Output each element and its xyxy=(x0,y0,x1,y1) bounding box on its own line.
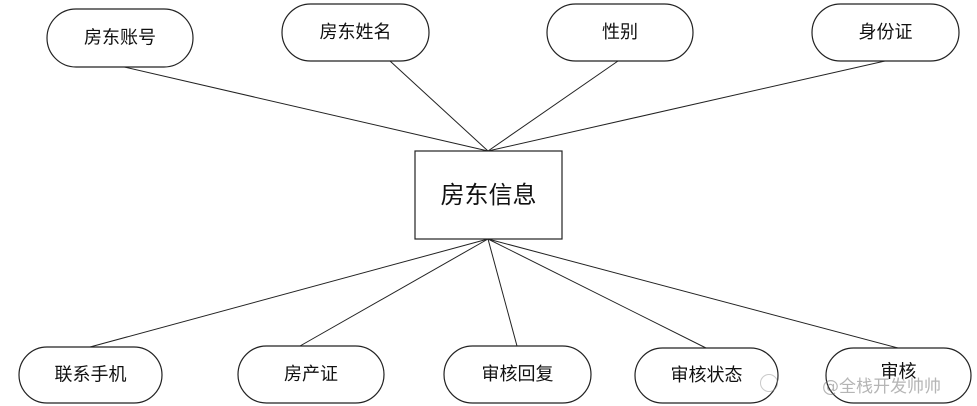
entity-label: 房东信息 xyxy=(441,181,537,209)
attribute-label: 房东姓名 xyxy=(320,22,392,43)
attribute-label: 房东账号 xyxy=(84,28,156,49)
connector-line xyxy=(389,60,489,152)
attribute-label: 联系手机 xyxy=(55,365,127,386)
attribute-top-1: 房东账号 xyxy=(46,8,194,68)
connector-line xyxy=(487,60,886,152)
connector-line xyxy=(487,60,619,152)
connector-line xyxy=(487,238,707,349)
watermark-text: @全栈开发帅帅 xyxy=(822,377,941,397)
connectors xyxy=(89,60,899,349)
attribute-label: 审核回复 xyxy=(482,364,554,385)
attribute-label: 审核状态 xyxy=(671,365,743,386)
watermark-logo-icon xyxy=(760,374,778,392)
attribute-bottom-4: 审核状态 xyxy=(634,347,779,404)
attribute-bottom-3: 审核回复 xyxy=(443,345,592,404)
connector-line xyxy=(299,238,489,347)
attribute-top-3: 性别 xyxy=(546,3,694,62)
attribute-top-4: 身份证 xyxy=(811,3,960,62)
entity-box xyxy=(414,150,563,240)
attribute-bottom-1: 联系手机 xyxy=(18,346,163,404)
connector-line xyxy=(487,238,899,349)
connector-line xyxy=(487,238,518,347)
attribute-label: 性别 xyxy=(602,22,638,43)
attribute-top-2: 房东姓名 xyxy=(281,3,430,62)
watermark: @全栈开发帅帅 xyxy=(760,372,975,397)
connector-line xyxy=(119,65,489,152)
entity: 房东信息 xyxy=(414,150,563,240)
attribute-label: 审核 xyxy=(881,362,917,383)
connector-line xyxy=(89,238,489,348)
attribute-label: 房产证 xyxy=(284,364,338,385)
attribute-bottom-2: 房产证 xyxy=(237,345,385,404)
attribute-bottom-5: 审核 xyxy=(825,347,972,404)
attribute-label: 身份证 xyxy=(859,22,913,43)
